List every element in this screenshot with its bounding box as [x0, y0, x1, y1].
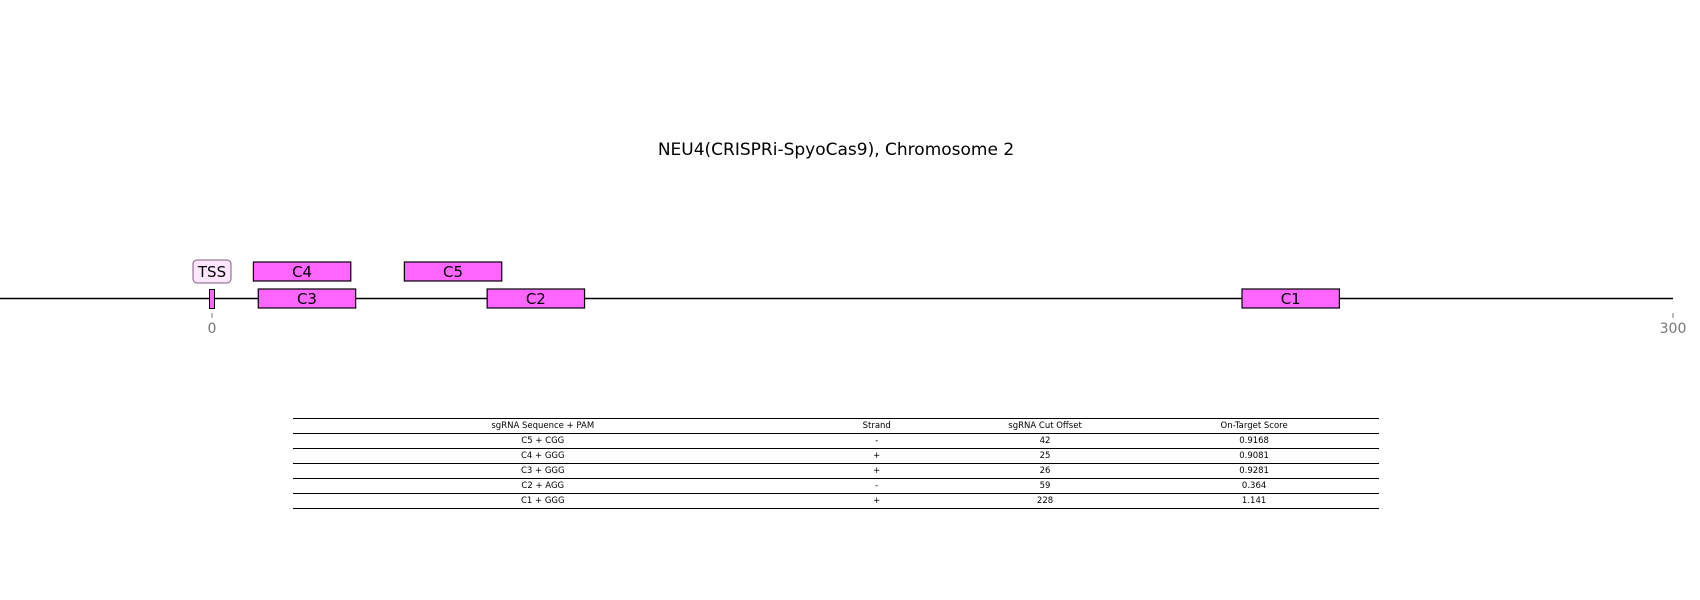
cell-sequence: C5 + CGG	[293, 433, 793, 449]
table-row: C1 + GGG + 228 1.141	[293, 493, 1379, 509]
cell-cut-offset: 25	[960, 448, 1130, 464]
cell-cut-offset: 59	[960, 478, 1130, 494]
cell-strand: +	[792, 448, 961, 464]
guide-block	[403, 261, 503, 282]
tss-label-box	[192, 259, 232, 284]
guide-label: C4	[292, 263, 312, 281]
header-cut-offset: sgRNA Cut Offset	[960, 418, 1130, 434]
axis-ticks: -500300	[208, 313, 1687, 337]
cell-sequence: C3 + GGG	[293, 463, 793, 479]
guide-block	[252, 261, 352, 282]
guide-label: C1	[1281, 290, 1301, 308]
guide-block	[486, 288, 586, 309]
guide-table-container: sgRNA Sequence + PAM Strand sgRNA Cut Of…	[293, 418, 1379, 509]
guide-table: sgRNA Sequence + PAM Strand sgRNA Cut Of…	[293, 418, 1379, 509]
guide-c5: C5	[403, 261, 503, 282]
cell-score: 0.364	[1129, 478, 1379, 494]
cell-strand: -	[792, 478, 961, 494]
table-row: C2 + AGG - 59 0.364	[293, 478, 1379, 494]
guide-c2: C2	[486, 288, 586, 309]
axis-tick-label: 300	[1660, 321, 1687, 337]
cell-cut-offset: 26	[960, 463, 1130, 479]
axis-tick-label: 0	[208, 321, 217, 337]
header-score: On-Target Score	[1129, 418, 1379, 434]
cell-cut-offset: 228	[960, 493, 1130, 509]
guide-c4: C4	[252, 261, 352, 282]
guide-block	[257, 288, 357, 309]
cell-score: 1.141	[1129, 493, 1379, 509]
guide-c3: C3	[257, 288, 357, 309]
tss-label: TSS	[197, 263, 226, 281]
cell-score: 0.9281	[1129, 463, 1379, 479]
guide-block	[1241, 288, 1341, 309]
guide-c1: C1	[1241, 288, 1341, 309]
guide-label: C2	[526, 290, 546, 308]
table-header-row: sgRNA Sequence + PAM Strand sgRNA Cut Of…	[293, 418, 1379, 434]
table-row: C4 + GGG + 25 0.9081	[293, 448, 1379, 464]
cell-sequence: C4 + GGG	[293, 448, 793, 464]
cell-strand: +	[792, 493, 961, 509]
cell-strand: -	[792, 433, 961, 449]
cell-score: 0.9168	[1129, 433, 1379, 449]
tss-marker: TSS	[192, 259, 232, 309]
cell-cut-offset: 42	[960, 433, 1130, 449]
table-row: C5 + CGG - 42 0.9168	[293, 433, 1379, 449]
cell-sequence: C2 + AGG	[293, 478, 793, 494]
header-strand: Strand	[792, 418, 961, 434]
cell-sequence: C1 + GGG	[293, 493, 793, 509]
guide-label: C3	[297, 290, 317, 308]
tss-bar	[209, 289, 215, 309]
locus-diagram: NEU4(CRISPRi-SpyoCas9), Chromosome 2 -50…	[0, 140, 1687, 337]
guide-label: C5	[443, 263, 463, 281]
header-sequence: sgRNA Sequence + PAM	[293, 418, 793, 434]
table-row: C3 + GGG + 26 0.9281	[293, 463, 1379, 479]
cell-strand: +	[792, 463, 961, 479]
diagram-title: NEU4(CRISPRi-SpyoCas9), Chromosome 2	[658, 140, 1014, 160]
cell-score: 0.9081	[1129, 448, 1379, 464]
